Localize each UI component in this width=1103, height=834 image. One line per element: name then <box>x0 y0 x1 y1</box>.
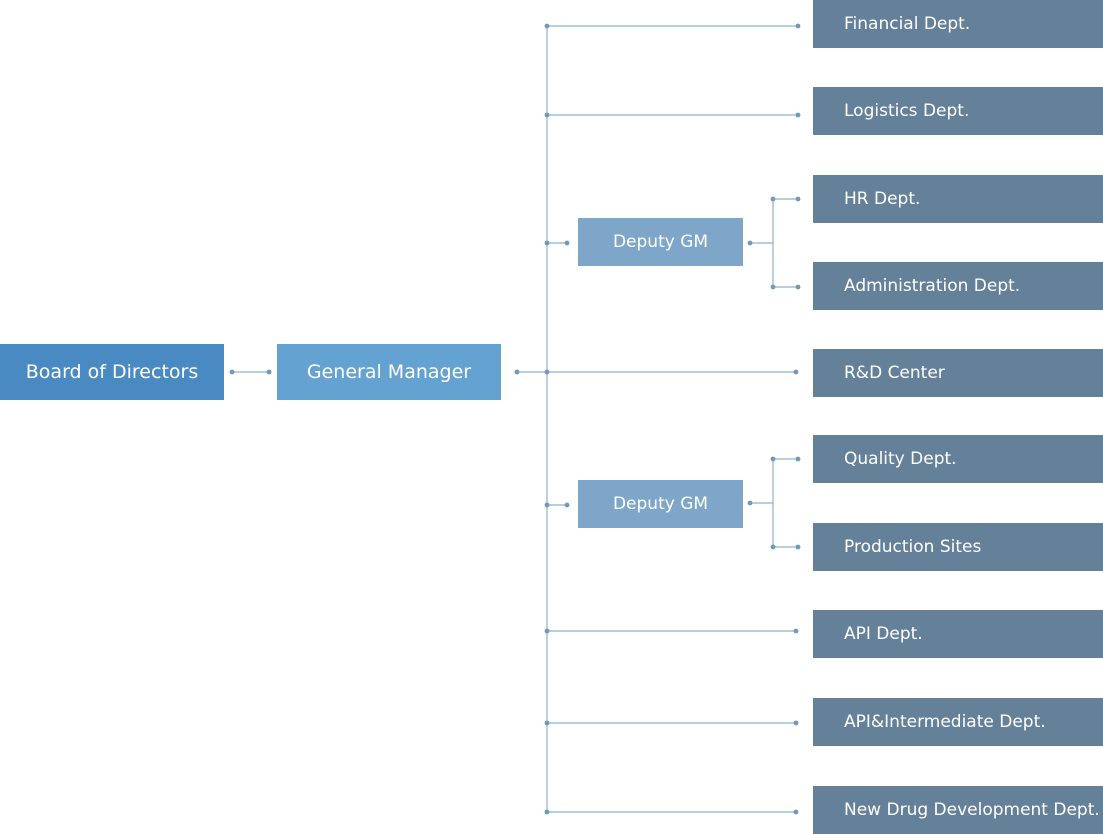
dept-label: HR Dept. <box>844 189 921 209</box>
dept-logistics: Logistics Dept. <box>813 87 1103 135</box>
board-of-directors-box: Board of Directors <box>0 344 224 400</box>
general-manager-label: General Manager <box>306 361 472 383</box>
dept-label: Production Sites <box>844 537 982 557</box>
dept-label: R&D Center <box>844 363 945 383</box>
dept-label: New Drug Development Dept. <box>844 800 1100 820</box>
dept-label: Administration Dept. <box>844 276 1021 296</box>
dept-label: API&Intermediate Dept. <box>844 712 1046 732</box>
dept-rd-center: R&D Center <box>813 349 1103 397</box>
deputy-gm-box: Deputy GM <box>578 218 743 266</box>
dept-quality: Quality Dept. <box>813 435 1103 483</box>
dept-production-sites: Production Sites <box>813 523 1103 571</box>
deputy-gm-label: Deputy GM <box>612 232 709 252</box>
deputy-gm-box: Deputy GM <box>578 480 743 528</box>
dept-label: Financial Dept. <box>844 14 971 34</box>
dept-api: API Dept. <box>813 610 1103 658</box>
dept-api-intermediate: API&Intermediate Dept. <box>813 698 1103 746</box>
deputy-gm-label: Deputy GM <box>612 494 709 514</box>
dept-label: Logistics Dept. <box>844 101 970 121</box>
dept-hr: HR Dept. <box>813 175 1103 223</box>
dept-financial: Financial Dept. <box>813 0 1103 48</box>
general-manager-box: General Manager <box>277 344 501 400</box>
dept-label: API Dept. <box>844 624 923 644</box>
board-of-directors-label: Board of Directors <box>25 361 199 383</box>
dept-label: Quality Dept. <box>844 449 957 469</box>
dept-new-drug-development: New Drug Development Dept. <box>813 786 1103 834</box>
dept-administration: Administration Dept. <box>813 262 1103 310</box>
